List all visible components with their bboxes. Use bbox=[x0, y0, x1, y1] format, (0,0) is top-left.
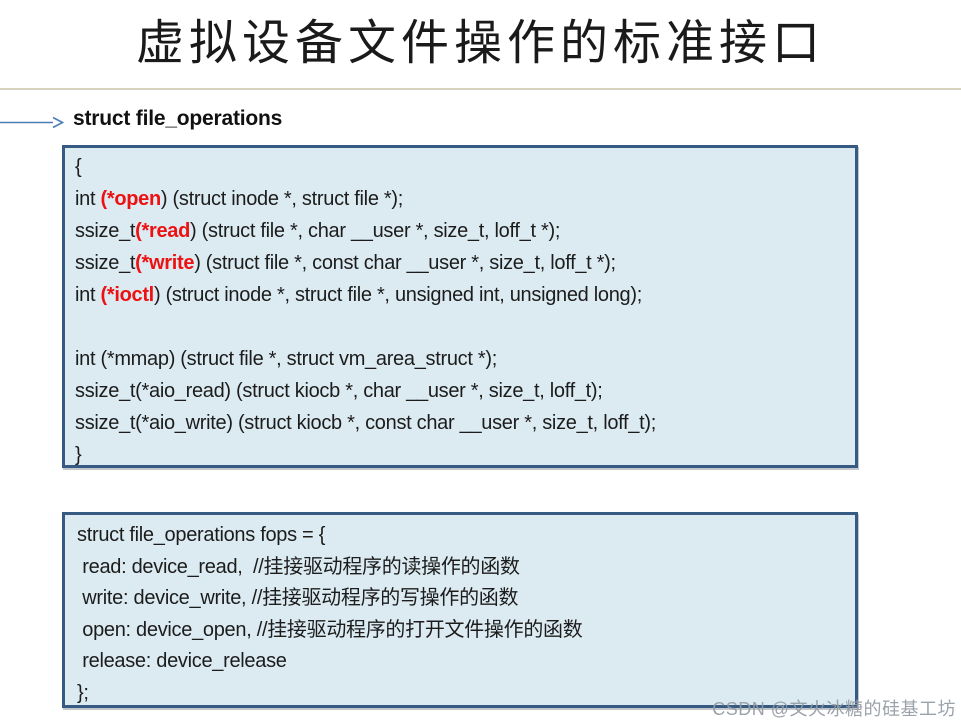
code-text: } bbox=[75, 444, 82, 466]
code-text: int bbox=[75, 188, 101, 210]
code-text: ssize_t(*aio_read) (struct kiocb *, char… bbox=[75, 380, 603, 402]
title-divider bbox=[0, 88, 961, 90]
code-line: }; bbox=[77, 681, 89, 704]
code-function-name: (*write bbox=[135, 252, 195, 274]
code-text: ssize_t bbox=[75, 252, 136, 274]
code-text: ) (struct file *, char __user *, size_t,… bbox=[190, 220, 561, 242]
code-line bbox=[75, 311, 855, 343]
code-function-name: (*open bbox=[100, 188, 161, 210]
code-text: ) (struct inode *, struct file *); bbox=[160, 188, 404, 210]
code-text: ssize_t(*aio_write) (struct kiocb *, con… bbox=[75, 412, 657, 434]
code-text: int bbox=[75, 284, 101, 306]
code-line: ssize_t(*aio_read) (struct kiocb *, char… bbox=[75, 375, 855, 407]
code-line: struct file_operations fops = { bbox=[77, 524, 326, 546]
code-box-file-operations: { int (*open) (struct inode *, struct fi… bbox=[62, 145, 858, 468]
code-function-name: (*read bbox=[135, 220, 191, 242]
code-function-name: (*ioctl bbox=[100, 284, 154, 306]
code-line: int (*ioctl) (struct inode *, struct fil… bbox=[75, 279, 855, 311]
code-text: ) (struct inode *, struct file *, unsign… bbox=[153, 284, 642, 306]
code-line: ssize_t(*write) (struct file *, const ch… bbox=[75, 247, 855, 279]
code-line: read: device_read, //挂接驱动程序的读操作的函数 bbox=[77, 555, 520, 578]
code-line: int (*mmap) (struct file *, struct vm_ar… bbox=[75, 343, 855, 375]
code-text: ) (struct file *, const char __user *, s… bbox=[194, 252, 616, 274]
right-arrow-icon bbox=[0, 116, 65, 129]
code-line: open: device_open, //挂接驱动程序的打开文件操作的函数 bbox=[77, 618, 583, 641]
code-line: ssize_t(*aio_write) (struct kiocb *, con… bbox=[75, 407, 855, 439]
code-text: int (*mmap) (struct file *, struct vm_ar… bbox=[75, 348, 497, 370]
code-line: ssize_t(*read) (struct file *, char __us… bbox=[75, 215, 855, 247]
code-text: ssize_t bbox=[75, 220, 136, 242]
code-box-fops-init: struct file_operations fops = { read: de… bbox=[62, 512, 858, 708]
code-line: } bbox=[75, 439, 855, 471]
code-line: { bbox=[75, 151, 855, 183]
page-title: 虚拟设备文件操作的标准接口 bbox=[135, 17, 825, 70]
code-line: release: device_release bbox=[77, 650, 287, 672]
code-line: write: device_write, //挂接驱动程序的写操作的函数 bbox=[77, 587, 519, 609]
section-heading: struct file_operations bbox=[73, 107, 283, 130]
code-line: int (*open) (struct inode *, struct file… bbox=[75, 183, 855, 215]
csdn-watermark: CSDN @文火冰糖的硅基工坊 bbox=[712, 699, 956, 719]
code-text: { bbox=[75, 156, 82, 178]
